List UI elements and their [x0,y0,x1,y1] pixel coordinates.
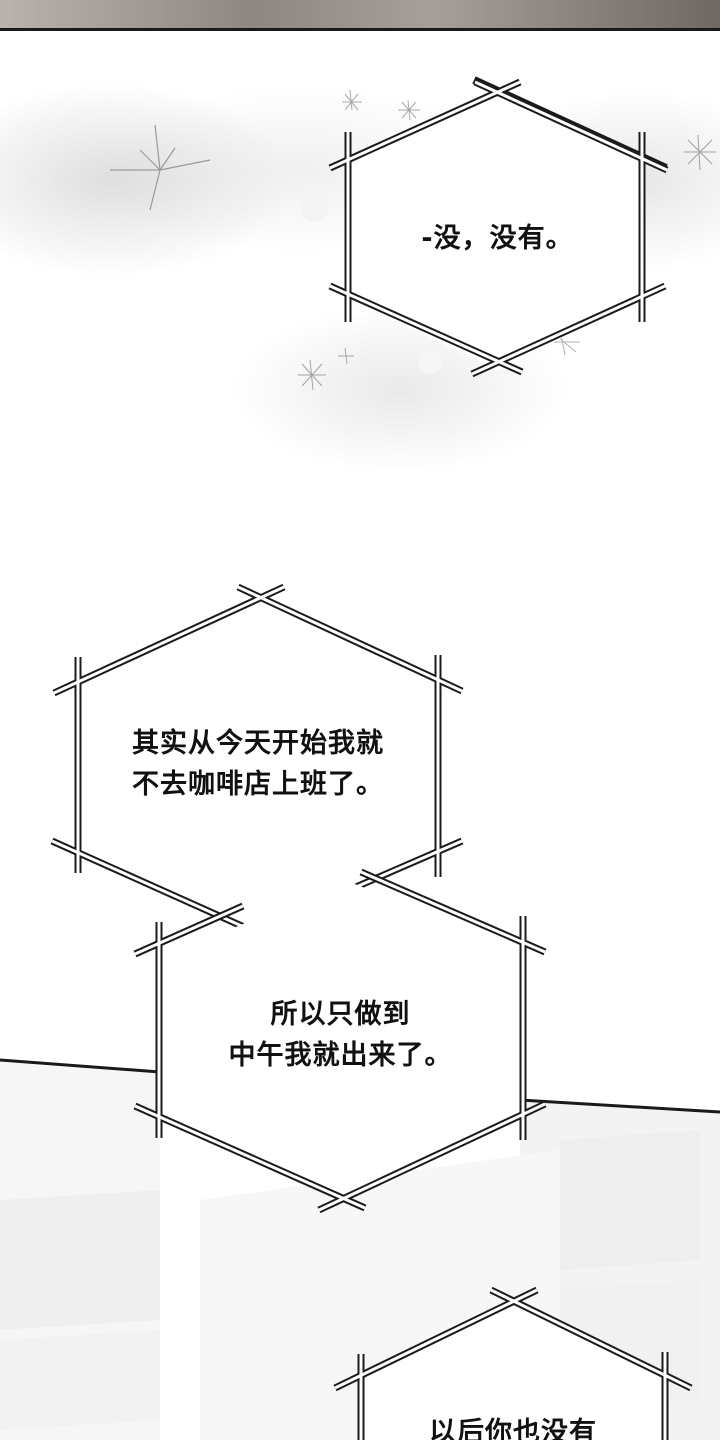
hexagon-frame [50,583,464,931]
bubble-3-text: 所以只做到 中午我就出来了。 [228,999,453,1071]
bubble-2-text: 其实从今天开始我就 不去咖啡店上班了。 [132,728,384,800]
hexagon-frame [328,76,669,378]
sparkle-icon [398,99,420,121]
sparkle-icon [110,124,211,211]
bubble-1-text: -没，没有。 [421,223,574,254]
hexagon-frame [133,868,547,1214]
sparkle-icon [684,134,716,171]
sparkle-icon [342,89,362,111]
sparkle-icon [298,359,326,391]
previous-panel-edge [0,0,720,31]
speech-bubble-1: -没，没有。 [328,76,669,380]
speech-bubble-4: 以后你也没有 [333,1286,693,1440]
speech-bubble-3: 所以只做到 中午我就出来了。 [133,862,548,1214]
hexagon-frame [333,1286,693,1440]
bubble-4-text: 以后你也没有 [429,1417,597,1440]
sparkle-icon [338,347,354,365]
speech-bubble-2: 其实从今天开始我就 不去咖啡店上班了。 [50,583,464,931]
